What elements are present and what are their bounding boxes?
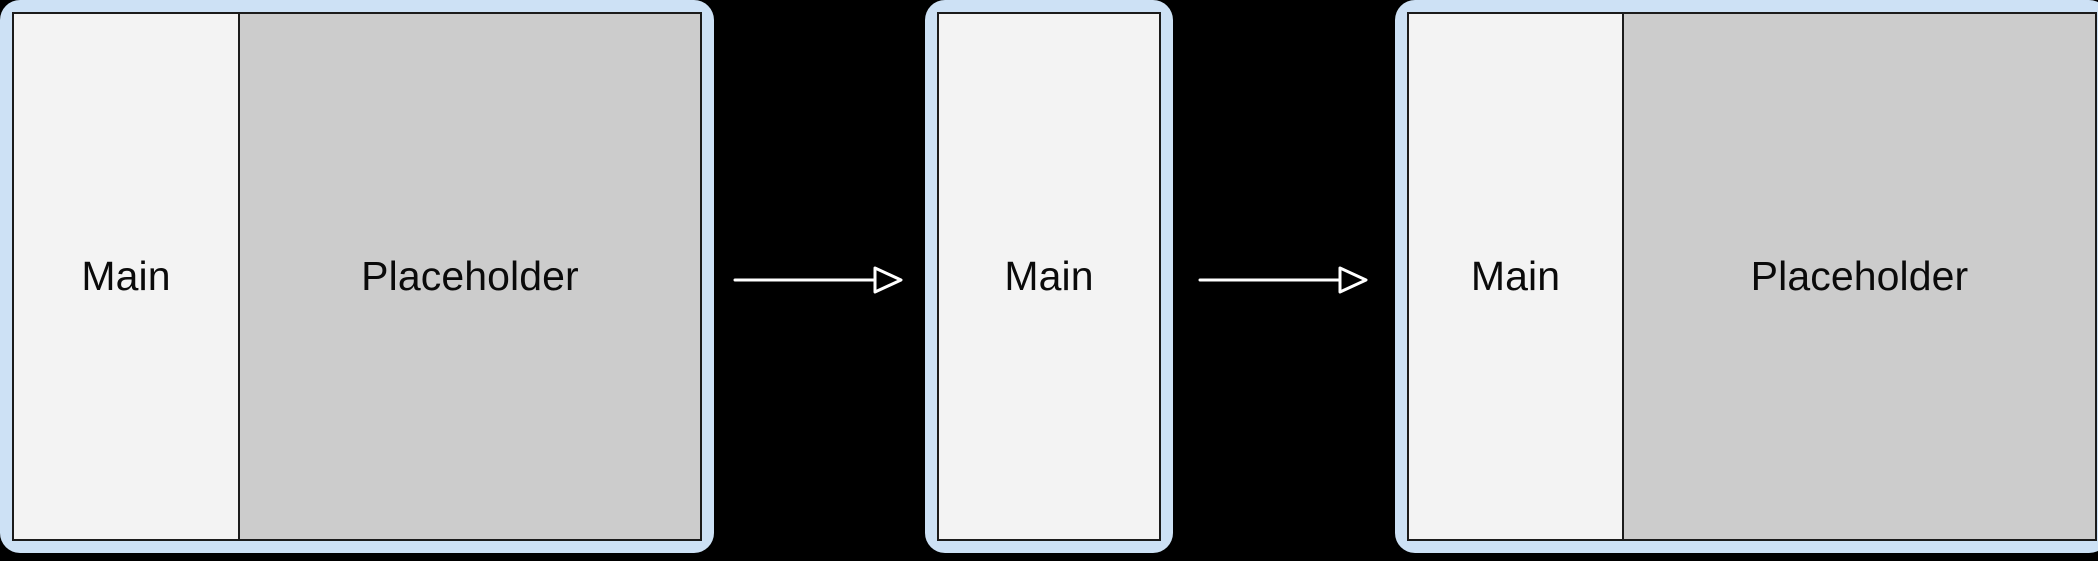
region-main[interactable]: Main [1409, 14, 1622, 539]
region-placeholder[interactable]: Placeholder [1622, 14, 2095, 539]
collapsed-state-panel[interactable]: Main [925, 0, 1173, 553]
region-main-label: Main [1004, 253, 1094, 299]
arrow-right-icon [1198, 258, 1368, 302]
region-main[interactable]: Main [939, 14, 1159, 539]
region-main-label: Main [1470, 253, 1561, 299]
panel-inner-frame: Main [937, 12, 1161, 541]
region-placeholder-label: Placeholder [361, 253, 579, 299]
panel-inner-frame: Main Placeholder [12, 12, 702, 541]
panel-inner-frame: Main Placeholder [1407, 12, 2097, 541]
arrow-right-icon [733, 258, 903, 302]
region-main-label: Main [81, 253, 171, 299]
region-placeholder-label: Placeholder [1750, 253, 1969, 299]
region-main[interactable]: Main [14, 14, 238, 539]
initial-state-panel[interactable]: Main Placeholder [0, 0, 714, 553]
region-placeholder[interactable]: Placeholder [238, 14, 700, 539]
restored-state-panel[interactable]: Main Placeholder [1395, 0, 2098, 553]
